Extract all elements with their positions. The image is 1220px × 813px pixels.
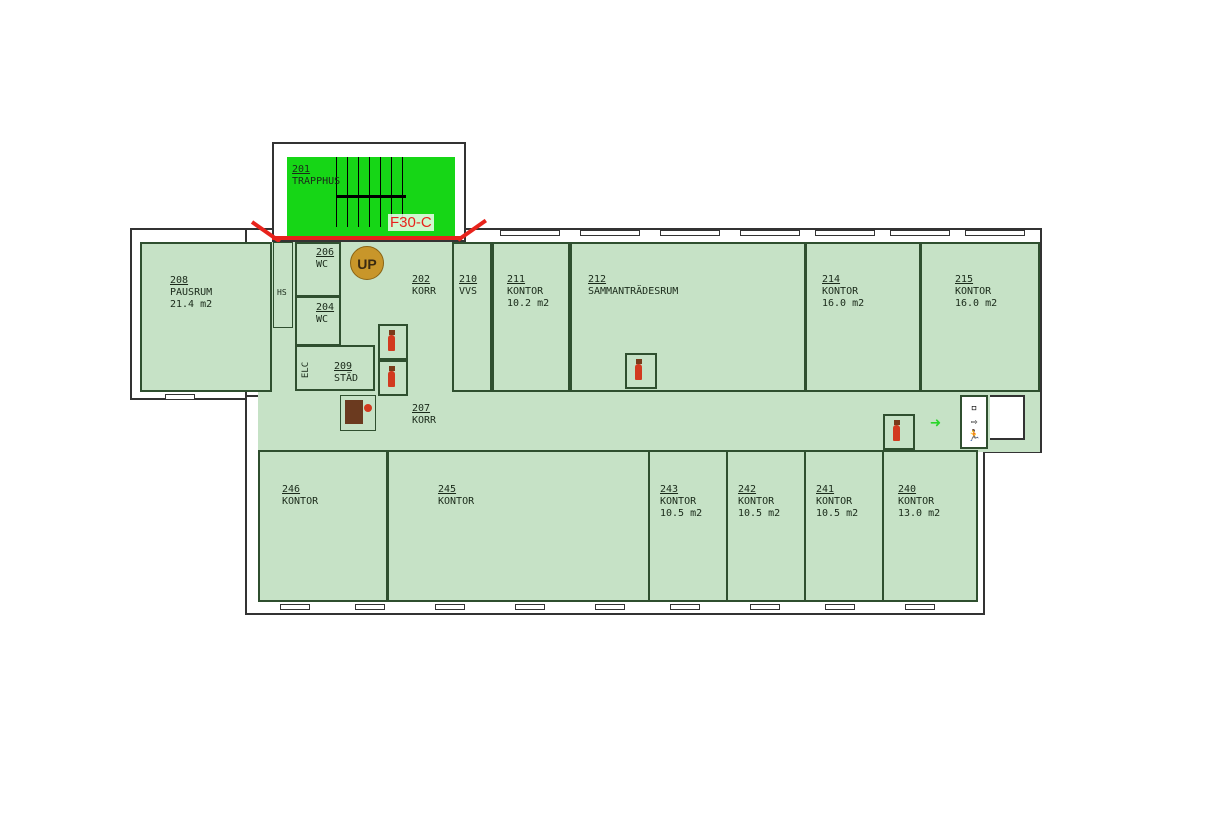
window — [660, 230, 720, 236]
room-212 — [570, 242, 806, 392]
window — [890, 230, 950, 236]
room-209 — [295, 345, 375, 391]
fire-compartment-line — [272, 236, 462, 240]
fire-extinguisher-icon — [625, 353, 657, 389]
stair-landing — [336, 195, 406, 198]
window — [750, 604, 780, 610]
room-246 — [258, 450, 388, 602]
window — [355, 604, 385, 610]
window — [500, 230, 560, 236]
window — [435, 604, 465, 610]
room-211 — [492, 242, 570, 392]
fire-class-label: F30-C — [388, 214, 434, 231]
window — [670, 604, 700, 610]
room-206 — [295, 242, 341, 297]
elc-label: ELC — [301, 361, 312, 379]
window — [515, 604, 545, 610]
window — [740, 230, 800, 236]
room-241 — [804, 450, 884, 602]
fire-extinguisher-icon — [883, 414, 915, 450]
room-214 — [805, 242, 921, 392]
room-208 — [140, 242, 272, 392]
up-marker: UP — [350, 246, 384, 280]
fire-extinguisher-icon — [378, 360, 408, 396]
room-243 — [648, 450, 728, 602]
exit-door — [990, 395, 1025, 440]
hs-label: HS — [277, 288, 287, 297]
window — [280, 604, 310, 610]
window — [165, 394, 195, 400]
exit-arrow-icon: ➜ — [930, 413, 941, 434]
electrical-cabinet — [340, 395, 376, 431]
window — [965, 230, 1025, 236]
window — [815, 230, 875, 236]
fire-extinguisher-icon — [378, 324, 408, 360]
fixture-column — [273, 242, 293, 328]
emergency-exit-sign-icon: ▫⇨🏃 — [960, 395, 988, 449]
room-210 — [452, 242, 492, 392]
window — [580, 230, 640, 236]
window — [825, 604, 855, 610]
room-215 — [920, 242, 1040, 392]
room-240 — [882, 450, 978, 602]
window — [595, 604, 625, 610]
window — [905, 604, 935, 610]
room-245 — [387, 450, 650, 602]
room-242 — [726, 450, 806, 602]
